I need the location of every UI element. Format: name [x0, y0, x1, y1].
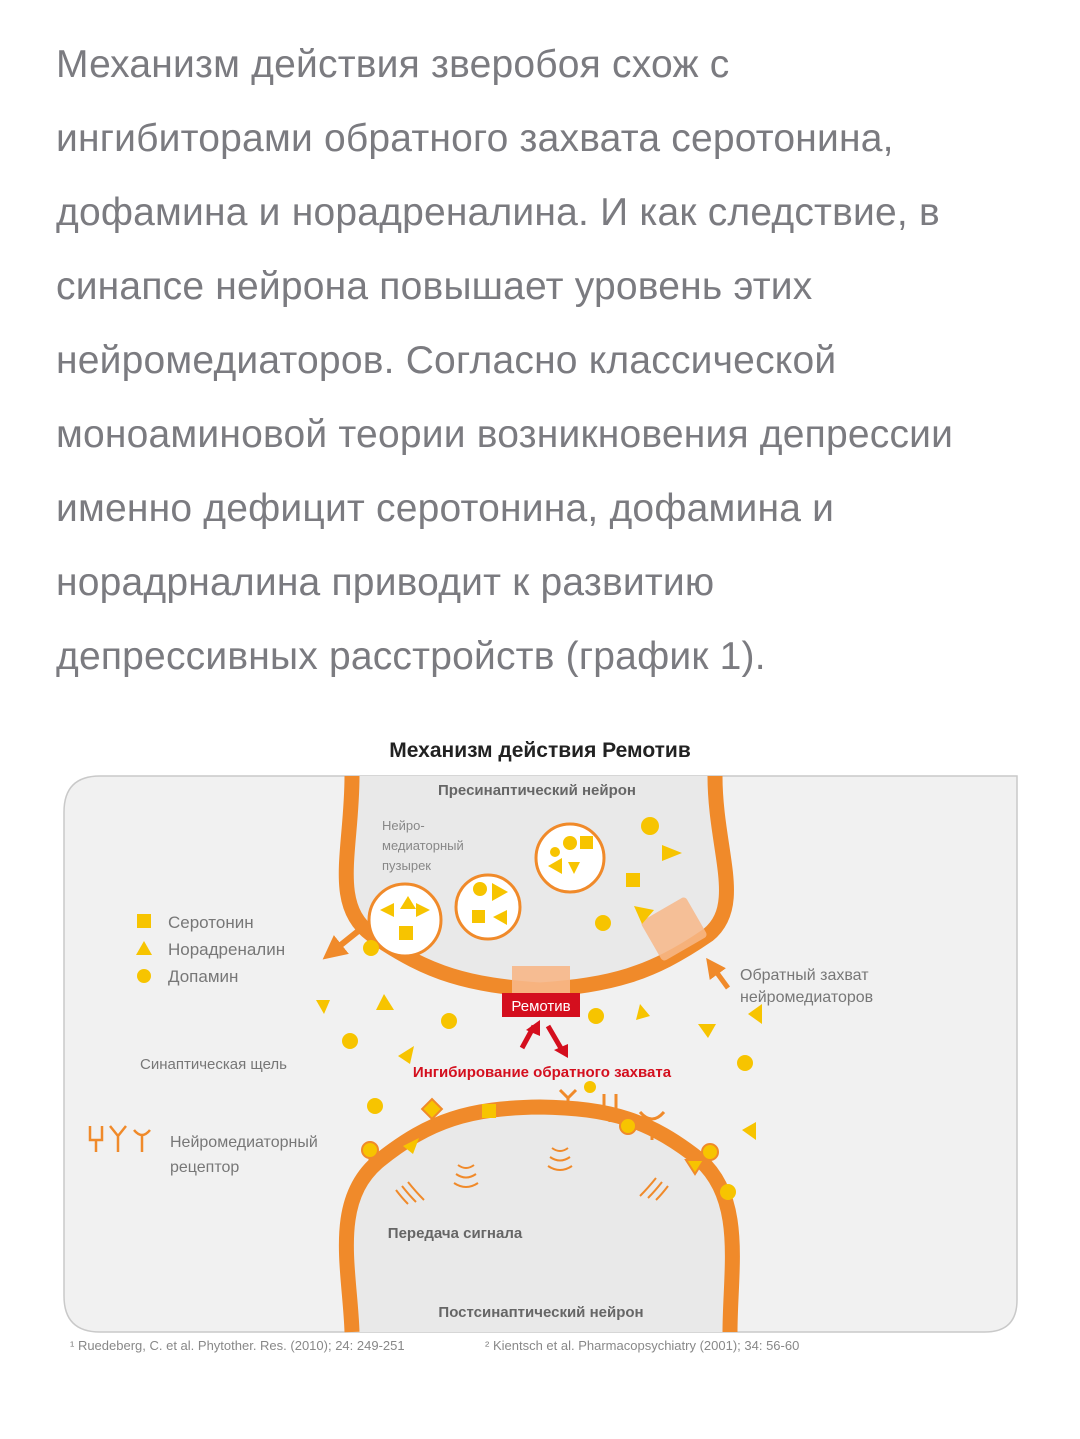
figure-background	[63, 775, 1018, 1333]
receptor-label-line: рецептор	[170, 1159, 239, 1176]
article-line: Механизм действия зверобоя схож с	[56, 43, 730, 86]
article-line: ингибиторами обратного захвата серотонин…	[56, 117, 894, 160]
article-text: Механизм действия зверобоя схож с ингиби…	[56, 28, 1046, 694]
dopamine-legend-swatch	[137, 969, 151, 983]
reference-2: ² Kientsch et al. Pharmacopsychiatry (20…	[485, 1338, 799, 1353]
article-line: нейромедиаторов. Согласно классической	[56, 339, 837, 382]
postsynaptic-membrane	[338, 1099, 740, 1333]
reuptake-label-line: Обратный захват	[740, 967, 869, 984]
drug-label: Ремотив	[511, 998, 570, 1015]
vesicle-label-line: медиаторный	[382, 838, 464, 853]
reference-1: ¹ Ruedeberg, C. et al. Phytother. Res. (…	[70, 1338, 405, 1353]
signal-label: Передача сигнала	[388, 1225, 523, 1242]
article-line: дофамина и норадреналина. И как следстви…	[56, 191, 940, 234]
article-line: синапсе нейрона повышает уровень этих	[56, 265, 813, 308]
postsynaptic-label: Постсинаптический нейрон	[438, 1304, 643, 1321]
vesicle-label-line: Нейро-	[382, 818, 425, 833]
cleft-label: Синаптическая щель	[140, 1056, 287, 1073]
postsynaptic-neuron-body	[346, 1107, 733, 1332]
vesicle	[454, 873, 522, 941]
legend-dopamine: Допамин	[168, 967, 238, 986]
presynaptic-label: Пресинаптический нейрон	[438, 782, 636, 799]
vesicle	[534, 822, 606, 894]
vesicle-label-line: пузырек	[382, 858, 431, 873]
neurotransmitter-molecules	[316, 817, 762, 1200]
legend-serotonin: Серотонин	[168, 913, 254, 932]
figure-title: Механизм действия Ремотив	[389, 739, 691, 762]
release-arrow	[322, 925, 364, 960]
bound-neurotransmitters	[361, 1097, 719, 1176]
inhibition-arrows	[519, 1020, 568, 1058]
article-line: именно дефицит серотонина, дофамина и	[56, 487, 835, 530]
noradrenaline-legend-swatch	[136, 941, 152, 955]
article-line: депрессивных расстройств (график 1).	[56, 635, 766, 678]
serotonin-legend-swatch	[137, 914, 151, 928]
reuptake-label-line: нейромедиаторов	[740, 989, 873, 1006]
signal-waves	[395, 1147, 669, 1205]
inhibition-label: Ингибирование обратного захвата	[413, 1064, 672, 1081]
vesicle-releasing	[367, 882, 443, 958]
receptor-label-line: Нейромедиаторный	[170, 1134, 318, 1151]
blocked-transporter	[512, 966, 570, 996]
article-line: норадрналина приводит к развитию	[56, 561, 715, 604]
article-line: моноаминовой теории возникновения депрес…	[56, 413, 954, 456]
reuptake-transporter	[641, 897, 707, 961]
presynaptic-neuron-body	[346, 776, 727, 990]
reuptake-arrow	[706, 957, 731, 990]
drug-badge	[502, 993, 580, 1017]
postsynaptic-receptors	[368, 1088, 712, 1175]
receptor-legend-icon	[88, 1125, 151, 1152]
legend-noradrenaline: Норадреналин	[168, 940, 285, 959]
